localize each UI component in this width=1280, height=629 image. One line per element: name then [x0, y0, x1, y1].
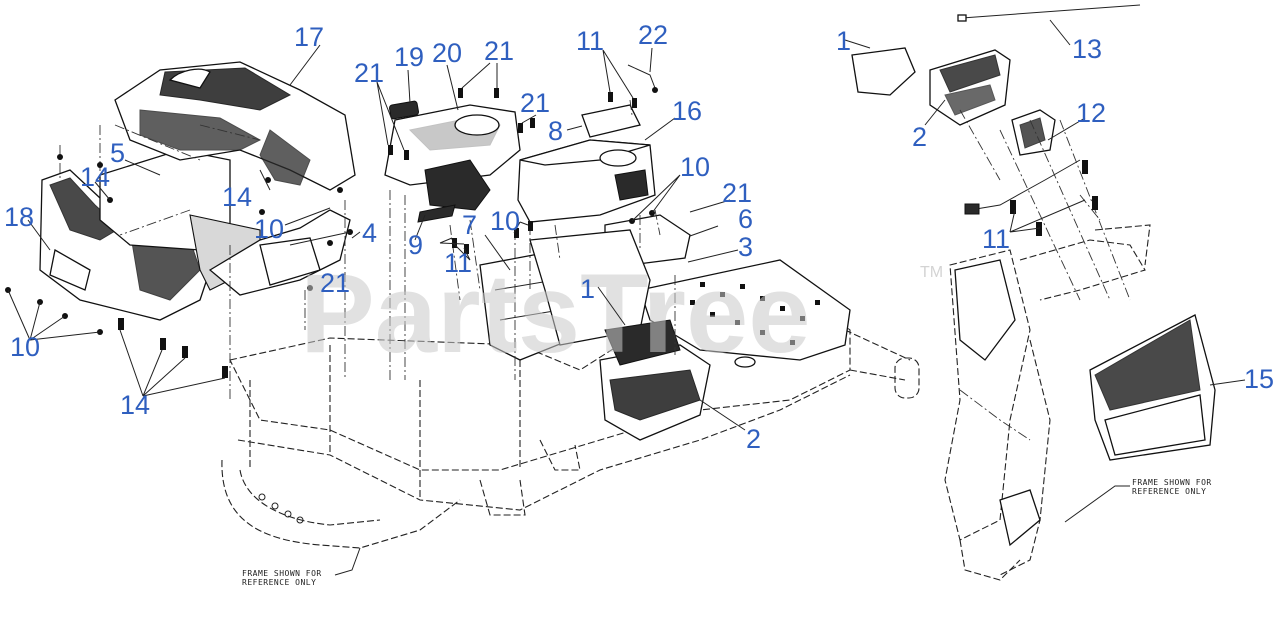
assembly-lines	[59, 99, 1131, 441]
part-16-console[interactable]	[517, 139, 656, 223]
callout-21-c[interactable]: 21	[520, 88, 550, 118]
watermark-text: PartsTree	[300, 251, 811, 376]
callout-11-b[interactable]: 11	[444, 248, 472, 278]
callout-13[interactable]: 13	[1072, 34, 1102, 64]
callout-2-a[interactable]: 2	[746, 424, 761, 454]
part-20-dash-cover[interactable]	[384, 104, 521, 211]
callout-16[interactable]: 16	[672, 96, 702, 126]
part-1-decal-right[interactable]	[851, 47, 916, 96]
tractor-frame-left	[221, 259, 920, 549]
callout-10-c[interactable]: 10	[490, 206, 520, 236]
callout-21-d[interactable]: 21	[722, 178, 752, 208]
callout-5[interactable]: 5	[110, 138, 125, 168]
callout-18[interactable]: 18	[4, 202, 34, 232]
callout-6[interactable]: 6	[738, 204, 753, 234]
callout-19[interactable]: 19	[394, 42, 424, 72]
callout-12[interactable]: 12	[1076, 98, 1106, 128]
part-9-clip[interactable]	[417, 204, 456, 223]
part-8-plate[interactable]	[581, 104, 641, 138]
callout-3[interactable]: 3	[738, 232, 753, 262]
callout-21-b[interactable]: 21	[354, 58, 384, 88]
part-4-bracket[interactable]	[208, 209, 351, 296]
note-left-line2: REFERENCE ONLY	[242, 578, 316, 587]
part-12-switch[interactable]	[1011, 109, 1056, 156]
callout-21-a[interactable]: 21	[484, 36, 514, 66]
part-2-instrument-housing[interactable]	[929, 49, 1011, 126]
callout-11-a[interactable]: 11	[576, 26, 604, 56]
callout-20[interactable]: 20	[432, 38, 462, 68]
callout-1-b[interactable]: 1	[836, 26, 851, 56]
note-right-frame: FRAME SHOWN FOR REFERENCE ONLY	[1064, 478, 1212, 523]
wire-harness[interactable]	[964, 159, 1081, 215]
callout-21-e[interactable]: 21	[320, 268, 350, 298]
callout-11-c[interactable]: 11	[982, 224, 1010, 254]
part-2-housing-left[interactable]	[599, 319, 711, 441]
part-19-knob[interactable]	[388, 100, 420, 120]
callout-15[interactable]: 15	[1244, 364, 1274, 394]
part-13-tie[interactable]	[957, 4, 1141, 22]
watermark-trademark: TM	[920, 264, 943, 281]
leader-lines	[7, 19, 1246, 431]
part-17-hood[interactable]	[114, 61, 356, 191]
note-right-line1: FRAME SHOWN FOR	[1132, 478, 1212, 487]
callout-14-b[interactable]: 14	[222, 182, 252, 212]
part-15-cover[interactable]	[1089, 314, 1216, 461]
callout-17[interactable]: 17	[294, 22, 324, 52]
callout-8[interactable]: 8	[548, 116, 563, 146]
note-right-line2: REFERENCE ONLY	[1132, 487, 1206, 496]
callout-10-d[interactable]: 10	[10, 332, 40, 362]
callout-2-b[interactable]: 2	[912, 122, 927, 152]
part-22-lever[interactable]	[627, 64, 658, 93]
callout-7[interactable]: 7	[462, 210, 477, 240]
callout-22[interactable]: 22	[638, 20, 668, 50]
note-left-frame: FRAME SHOWN FOR REFERENCE ONLY	[242, 547, 361, 587]
callout-4[interactable]: 4	[362, 218, 377, 248]
callout-10-b[interactable]: 10	[254, 214, 284, 244]
callout-1-a[interactable]: 1	[580, 274, 595, 304]
callout-14-c[interactable]: 14	[120, 390, 150, 420]
callout-14-a[interactable]: 14	[80, 162, 110, 192]
callout-9[interactable]: 9	[408, 230, 423, 260]
right-steering-frame	[944, 224, 1151, 581]
callout-numbers: 17 19 20 21 21 21 11 22 8 16 10 21 6 3 5…	[4, 20, 1274, 454]
callout-10-a[interactable]: 10	[680, 152, 710, 182]
note-left-line1: FRAME SHOWN FOR	[242, 569, 322, 578]
